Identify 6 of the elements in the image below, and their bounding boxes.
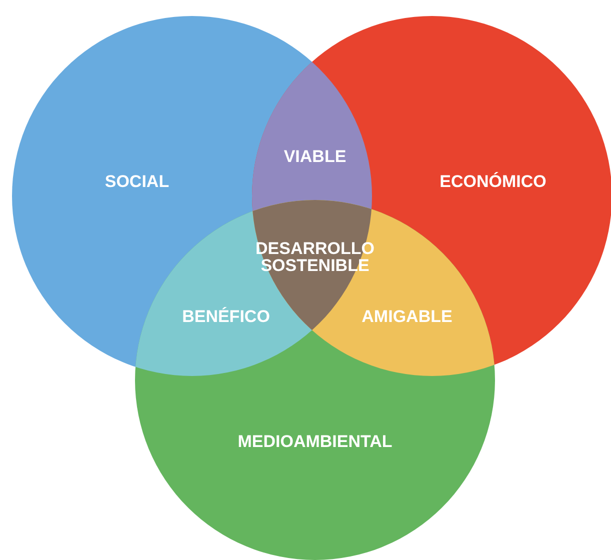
region-label: ECONÓMICO — [440, 172, 546, 190]
region-label: MEDIOAMBIENTAL — [238, 432, 392, 450]
region-label: AMIGABLE — [362, 308, 452, 324]
region-label: BENÉFICO — [182, 308, 270, 324]
region-label: VIABLE — [284, 148, 346, 164]
region-label: SOCIAL — [104, 172, 170, 190]
